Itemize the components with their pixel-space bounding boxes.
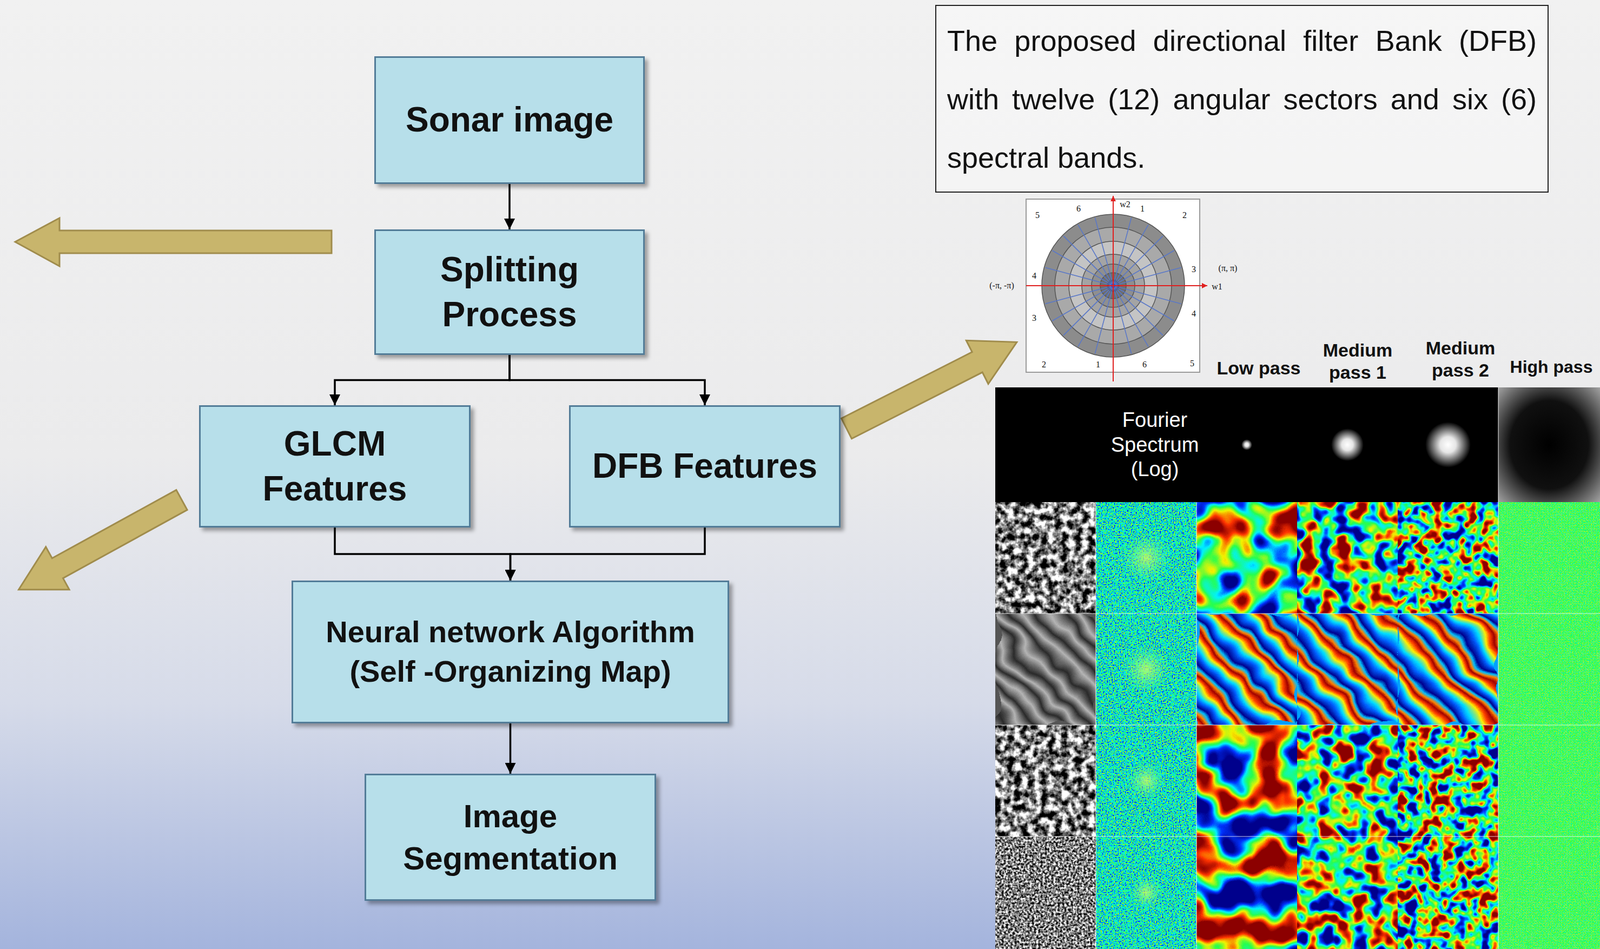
filter-response-panel [995, 387, 1600, 949]
axis-label: w1 [1211, 281, 1223, 292]
sector-number: 6 [1142, 359, 1147, 370]
callout-arrow [15, 217, 332, 267]
column-header: High pass [1510, 356, 1593, 378]
flow-arrow [509, 723, 512, 774]
flow-arrow [509, 354, 705, 406]
node-text: The proposed directional filter Bank (DF… [947, 11, 1537, 187]
dfb-figure [1026, 195, 1208, 382]
flow-arrow [334, 354, 510, 406]
axis-label: w2 [1119, 199, 1131, 210]
axis-label: (π, π) [1218, 262, 1238, 274]
process-box: Splitting Process [374, 229, 645, 355]
column-header: Medium pass 2 [1414, 336, 1507, 382]
node-text: Image Segmentation [375, 795, 645, 880]
sector-number: 3 [1191, 263, 1196, 275]
image-caption: Fourier Spectrum (Log) [1095, 407, 1215, 482]
process-box: Sonar image [374, 56, 645, 184]
sector-number: 1 [1140, 203, 1145, 214]
note-box: The proposed directional filter Bank (DF… [935, 4, 1549, 193]
axis-label: (-π, -π) [989, 280, 1014, 291]
sector-number: 2 [1041, 359, 1047, 370]
sector-number: 4 [1032, 270, 1037, 281]
process-box: GLCM Features [199, 405, 471, 528]
node-text: DFB Features [592, 443, 818, 489]
process-box: Neural network Algorithm (Self -Organizi… [291, 580, 730, 724]
sector-number: 1 [1095, 359, 1101, 370]
column-header: Medium pass 1 [1311, 339, 1404, 384]
sector-number: 5 [1035, 209, 1040, 221]
node-text: GLCM Features [210, 421, 460, 512]
sector-number: 2 [1182, 209, 1187, 221]
flow-arrow [508, 183, 511, 230]
process-box: Image Segmentation [364, 773, 657, 901]
process-box: DFB Features [569, 405, 841, 528]
sector-number: 5 [1189, 358, 1195, 369]
column-header: Low pass [1217, 356, 1301, 380]
callout-arrow [7, 478, 194, 612]
sector-number: 3 [1032, 312, 1037, 323]
node-text: Sonar image [405, 97, 614, 143]
flow-arrow [334, 527, 511, 581]
sector-number: 4 [1191, 308, 1196, 319]
node-text: Splitting Process [385, 247, 634, 337]
flow-arrow [510, 527, 706, 581]
node-text: Neural network Algorithm (Self -Organizi… [302, 612, 718, 692]
sector-number: 6 [1076, 203, 1081, 214]
